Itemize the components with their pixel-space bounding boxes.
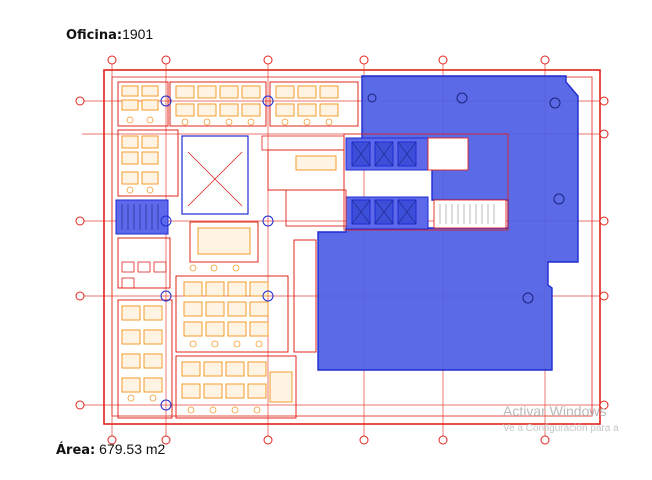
blue-columns	[367, 92, 565, 304]
chairs	[126, 116, 333, 414]
office-label: Oficina:1901	[66, 26, 153, 43]
office-number: 1901	[122, 26, 154, 42]
activation-watermark-title: Activar Windows	[503, 403, 607, 419]
structural-columns	[160, 95, 274, 411]
room-partitions	[117, 81, 359, 419]
area-label-key: Área:	[56, 443, 96, 458]
restrooms	[121, 261, 167, 289]
grid-markers	[75, 55, 609, 445]
elevator-core	[345, 137, 429, 230]
area-value: 679.53 m2	[99, 441, 166, 457]
workstations	[121, 85, 339, 403]
office-label-key: Oficina:	[66, 28, 123, 43]
central-core	[181, 135, 345, 215]
left-stair	[115, 199, 169, 235]
activation-watermark-subtitle: Ve a Configuración para a	[503, 423, 619, 434]
area-label: Área: 679.53 m2	[56, 441, 165, 458]
